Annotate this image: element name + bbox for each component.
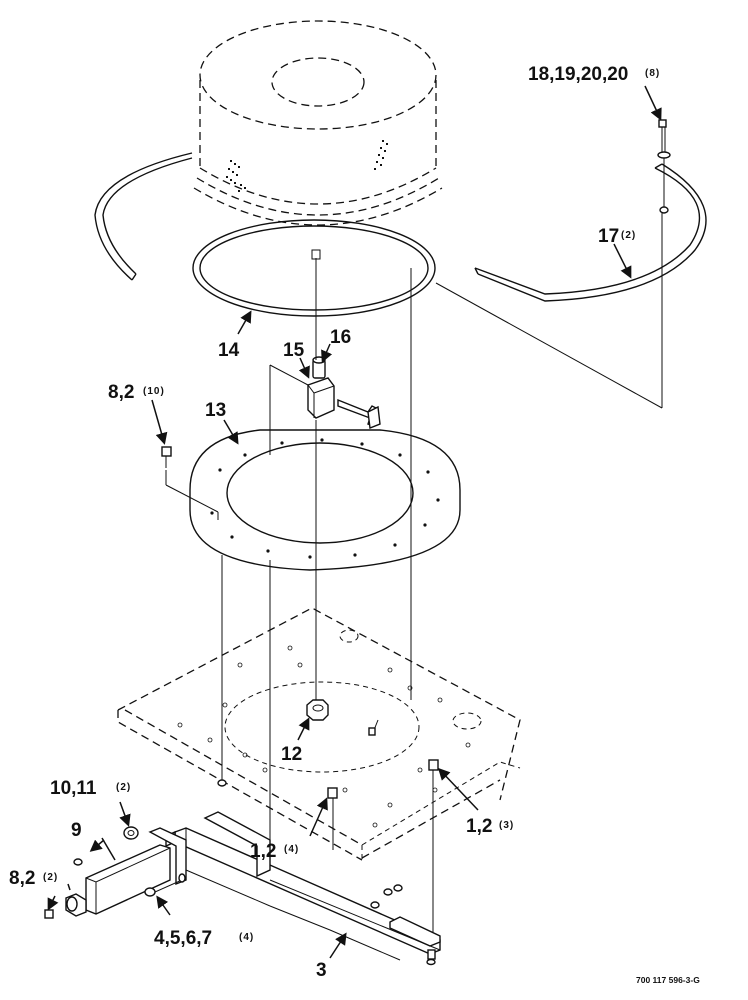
callout-16: 16	[330, 327, 351, 348]
callout-13: 13	[205, 400, 226, 421]
mounting-plate-outline	[117, 607, 521, 861]
ring-14	[192, 219, 436, 317]
drawing-code: 700 117 596-3-G	[636, 975, 700, 985]
bolt-1-2-mid	[327, 787, 338, 812]
callout-text: 17	[598, 226, 619, 247]
callout-qty: (8)	[645, 68, 660, 79]
callout-1-2-right: 1,2 (3)	[466, 816, 514, 837]
spacer-arm-9	[65, 827, 187, 917]
band-clamp-right	[474, 163, 707, 302]
callout-14: 14	[218, 340, 240, 361]
leader-arrows	[47, 85, 662, 959]
callout-qty: (2)	[621, 230, 636, 241]
callout-text: 14	[218, 340, 240, 361]
callout-text: 1,2	[250, 841, 276, 862]
callout-8-2-upper: 8,2 (10)	[108, 382, 165, 403]
hardware-10-11	[123, 826, 139, 840]
bolt-8-2-top	[161, 446, 172, 468]
callout-qty: (3)	[499, 820, 514, 831]
bolt-1-2-right	[428, 759, 439, 785]
bolt-holes	[210, 438, 440, 559]
callout-qty: (2)	[43, 872, 58, 883]
bolt-washer-nut-stack	[657, 119, 671, 214]
callout-qty: (4)	[284, 844, 299, 855]
flange-plate-13	[189, 429, 461, 571]
vent-pattern	[226, 140, 388, 192]
callout-text: 15	[283, 340, 305, 361]
callout-17: 17 (2)	[598, 226, 636, 247]
band-clamp-left	[94, 152, 193, 281]
callout-text: 3	[316, 960, 327, 981]
callout-text: 13	[205, 400, 226, 421]
callout-text: 1,2	[466, 816, 492, 837]
small-bolt-plate	[368, 727, 376, 736]
hardware-4-7	[144, 873, 186, 897]
callout-text: 9	[71, 820, 82, 841]
callout-3: 3	[316, 960, 327, 981]
bolt-lower-left	[217, 779, 227, 787]
callout-text: 10,11	[50, 778, 97, 799]
callout-15: 15	[283, 340, 305, 361]
callout-text: 8,2	[108, 382, 134, 403]
callout-text: 18,19,20,20	[528, 64, 628, 85]
callout-12: 12	[281, 744, 302, 765]
dashed-cylinder-outline	[193, 20, 443, 260]
callout-text: 4,5,6,7	[154, 928, 212, 949]
callout-text: 12	[281, 744, 302, 765]
callout-18-19-20: 18,19,20,20 (8)	[528, 64, 660, 85]
clamp-block	[307, 356, 381, 429]
hardware-right-bolts	[370, 884, 403, 909]
alignment-lines	[165, 213, 663, 955]
nut-12	[306, 699, 329, 721]
callout-qty: (2)	[116, 782, 131, 793]
callout-9: 9	[71, 820, 82, 841]
callout-1-2-center: 1,2 (4)	[250, 841, 299, 862]
callout-text: 8,2	[9, 868, 35, 889]
callout-8-2-lower: 8,2 (2)	[9, 868, 58, 889]
callout-qty: (10)	[143, 386, 165, 397]
callout-4-5-6-7: 4,5,6,7 (4)	[154, 928, 254, 949]
callout-qty: (4)	[239, 932, 254, 943]
hardware-8-2-lower	[44, 858, 83, 919]
callout-text: 16	[330, 327, 351, 348]
callout-10-11: 10,11 (2)	[50, 778, 131, 799]
